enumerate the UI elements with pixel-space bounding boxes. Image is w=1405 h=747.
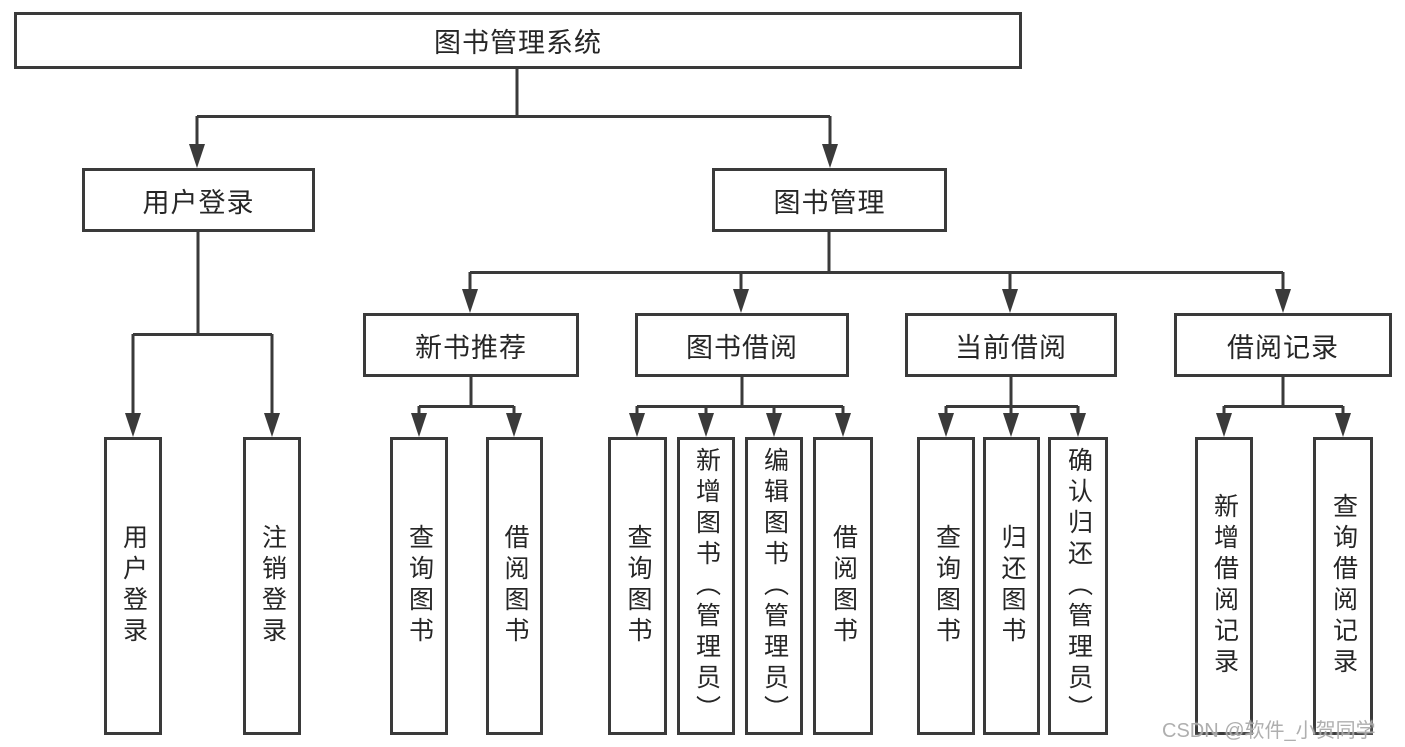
node-current-borrowing-label: 当前借阅 (955, 332, 1067, 363)
leaf-user-login: 用户登录 (104, 437, 162, 735)
leaf-add-borrow-record: 新增借阅记录 (1195, 437, 1253, 735)
leaf-current-query-book-label: 查询图书 (932, 524, 961, 648)
node-current-borrowing: 当前借阅 (905, 313, 1117, 377)
leaf-return-book-label: 归还图书 (998, 524, 1026, 648)
node-book-management: 图书管理 (712, 168, 947, 232)
node-book-management-label: 图书管理 (773, 187, 886, 218)
leaf-confirm-return-admin: 确认归还（管理员） (1048, 437, 1108, 735)
csdn-watermark: CSDN @软件_小贺同学 (1162, 720, 1376, 742)
leaf-edit-book-admin: 编辑图书（管理员） (745, 437, 803, 735)
leaf-borrow-book: 借阅图书 (813, 437, 873, 735)
leaf-logout: 注销登录 (243, 437, 301, 735)
leaf-add-book-admin: 新增图书（管理员） (677, 437, 735, 735)
leaf-recommend-borrow-book: 借阅图书 (486, 437, 543, 735)
leaf-add-borrow-record-label: 新增借阅记录 (1210, 493, 1239, 679)
leaf-recommend-query-book-label: 查询图书 (405, 524, 434, 648)
leaf-query-borrow-record-label: 查询借阅记录 (1329, 493, 1358, 679)
leaf-confirm-return-admin-label: 确认归还（管理员） (1064, 446, 1093, 726)
leaf-add-book-admin-label: 新增图书（管理员） (692, 446, 721, 726)
node-root-label: 图书管理系统 (434, 28, 602, 58)
leaf-borrowing-query-book: 查询图书 (608, 437, 667, 735)
leaf-query-borrow-record: 查询借阅记录 (1313, 437, 1373, 735)
leaf-edit-book-admin-label: 编辑图书（管理员） (760, 446, 789, 726)
leaf-borrowing-query-book-label: 查询图书 (624, 524, 652, 648)
leaf-recommend-query-book: 查询图书 (390, 437, 448, 735)
node-book-borrowing: 图书借阅 (635, 313, 849, 377)
leaf-logout-label: 注销登录 (258, 524, 287, 648)
leaf-return-book: 归还图书 (983, 437, 1040, 735)
node-user-login-label: 用户登录 (142, 187, 255, 218)
leaf-user-login-label: 用户登录 (119, 524, 148, 648)
leaf-recommend-borrow-book-label: 借阅图书 (501, 524, 529, 648)
node-new-book-recommend: 新书推荐 (363, 313, 579, 377)
node-new-book-recommend-label: 新书推荐 (415, 332, 527, 363)
node-user-login: 用户登录 (82, 168, 315, 232)
leaf-borrow-book-label: 借阅图书 (829, 524, 858, 648)
node-root: 图书管理系统 (14, 12, 1022, 69)
node-borrowing-records: 借阅记录 (1174, 313, 1392, 377)
node-borrowing-records-label: 借阅记录 (1227, 332, 1339, 363)
leaf-current-query-book: 查询图书 (917, 437, 975, 735)
node-book-borrowing-label: 图书借阅 (686, 332, 798, 363)
